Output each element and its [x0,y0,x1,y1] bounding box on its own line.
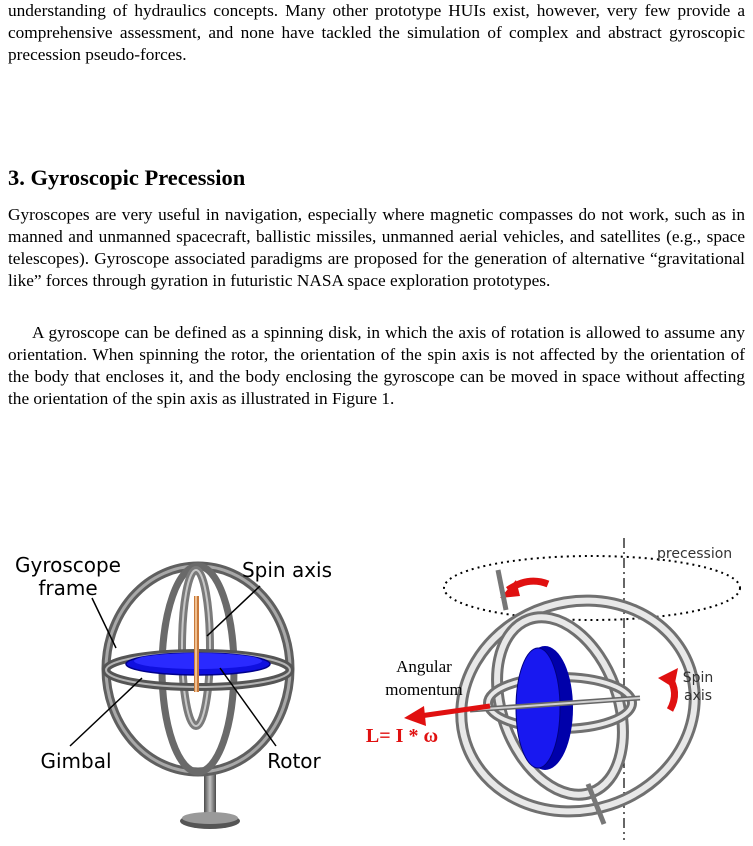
left-gyroscope-drawing: Gyroscope frame Spin axis Gimbal Rotor [15,553,332,829]
right-gyroscope-drawing: precession Angular momentum Spin axis L=… [366,538,741,840]
label-spin-axis: Spin axis [242,558,332,582]
label-gyroscope-frame-line1: Gyroscope [15,553,121,577]
bottom-pin [585,783,607,825]
paragraph-gyroscopes-navigation: Gyroscopes are very useful in navigation… [8,205,745,290]
spin-axis-pointer [206,585,261,637]
label-formula: L= I * ω [366,725,438,747]
figure-1-illustration: Gyroscope frame Spin axis Gimbal Rotor [15,538,741,840]
section-heading: 3. Gyroscopic Precession [8,165,246,190]
paragraph-intro-continuation: understanding of hydraulics concepts. Ma… [8,1,745,64]
label-spin-line1: Spin [683,670,714,686]
label-angular-line1: Angular [396,657,452,676]
paragraph-gyroscope-definition: A gyroscope can be defined as a spinning… [8,323,745,408]
gimbal-pointer [69,677,143,747]
label-rotor: Rotor [267,749,321,773]
figure-1: Gyroscope frame Spin axis Gimbal Rotor [0,528,753,846]
frame-pointer [91,597,117,649]
rotor-pointer [219,667,277,747]
label-gimbal: Gimbal [40,749,111,773]
precession-path [443,555,741,621]
label-spin-line2: axis [684,688,712,704]
stand-post [204,768,216,818]
top-pin [495,569,509,611]
label-precession: precession [657,546,732,562]
label-angular-line2: momentum [385,680,462,699]
label-gyroscope-frame-line2: frame [38,576,97,600]
angular-momentum-arrow [419,703,491,719]
